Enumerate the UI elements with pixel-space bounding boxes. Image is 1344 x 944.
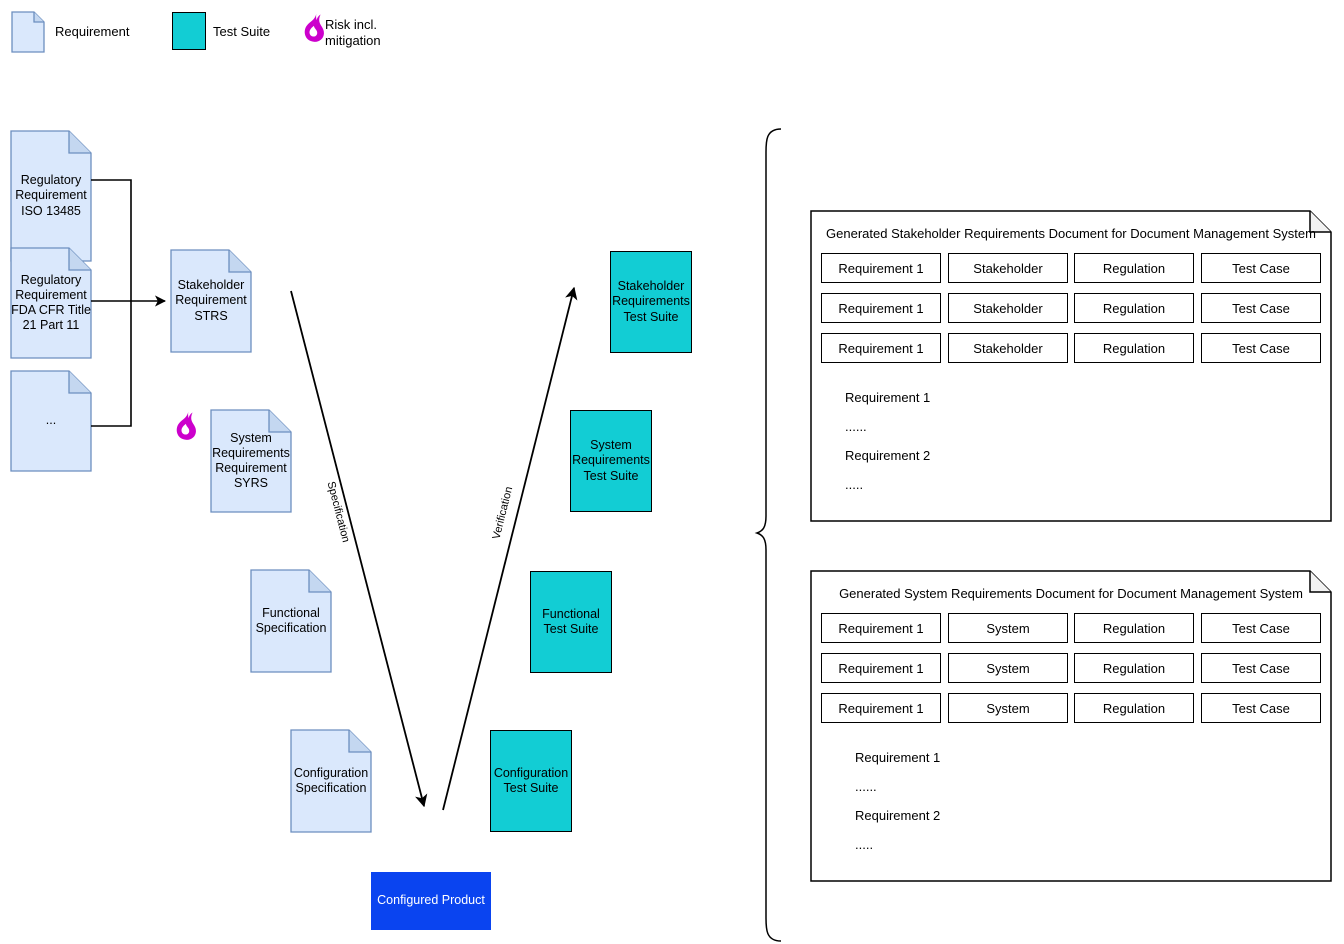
doc-reg-iso-label: Regulatory Requirement ISO 13485	[15, 173, 87, 218]
doc-strs-label: Stakeholder Requirement STRS	[175, 278, 247, 323]
doc-shape-func-spec	[250, 569, 332, 673]
doc-shape-reg-iso	[10, 130, 92, 262]
legend-label-requirement: Requirement	[55, 24, 130, 39]
connector-regulations-to-strs	[91, 179, 167, 427]
document-body-line: Requirement 2	[855, 808, 941, 823]
table-cell[interactable]: Test Case	[1201, 653, 1321, 683]
document-body-line: ......	[845, 419, 867, 434]
test-suite-system[interactable]: System Requirements Test Suite	[570, 410, 652, 512]
doc-strs[interactable]: Stakeholder Requirement STRS	[171, 250, 251, 352]
doc-reg-fda-label: Regulatory Requirement FDA CFR Title 21 …	[11, 272, 91, 333]
table-cell[interactable]: System	[948, 693, 1068, 723]
test-suite-system-label: System Requirements Test Suite	[572, 438, 650, 483]
doc-shape-reg-fda	[10, 247, 92, 359]
document-body-line: .....	[855, 837, 874, 852]
document-body-line: Requirement 1	[845, 390, 931, 405]
doc-functional-specification[interactable]: Functional Specification	[251, 570, 331, 672]
table-cell[interactable]: Stakeholder	[948, 333, 1068, 363]
table-cell[interactable]: Requirement 1	[821, 613, 941, 643]
verification-arrow	[442, 286, 578, 811]
test-suite-stakeholder[interactable]: Stakeholder Requirements Test Suite	[610, 251, 692, 353]
doc-configuration-specification[interactable]: Configuration Specification	[291, 730, 371, 832]
test-suite-configuration-label: Configuration Test Suite	[493, 765, 569, 795]
doc-shape-reg-more	[10, 370, 92, 472]
table-cell[interactable]: Test Case	[1201, 613, 1321, 643]
doc-reg-iso[interactable]: Regulatory Requirement ISO 13485	[11, 131, 91, 261]
table-cell[interactable]: Test Case	[1201, 253, 1321, 283]
legend-test-suite-icon	[172, 12, 206, 50]
legend-label-risk: Risk incl. mitigation	[325, 17, 381, 49]
table-cell[interactable]: Regulation	[1074, 253, 1194, 283]
doc-configuration-specification-label: Configuration Specification	[293, 765, 369, 795]
generated-document-stakeholder[interactable]: Generated Stakeholder Requirements Docum…	[811, 211, 1331, 521]
doc-shape-strs	[170, 249, 252, 353]
legend-document-icon	[11, 11, 45, 53]
table-cell[interactable]: Regulation	[1074, 613, 1194, 643]
table-cell[interactable]: Test Case	[1201, 333, 1321, 363]
gendoc-shape-stakeholder-doc	[810, 210, 1332, 522]
table-cell[interactable]: Requirement 1	[821, 333, 941, 363]
test-suite-stakeholder-label: Stakeholder Requirements Test Suite	[612, 279, 690, 324]
doc-reg-fda[interactable]: Regulatory Requirement FDA CFR Title 21 …	[11, 248, 91, 358]
table-cell[interactable]: Regulation	[1074, 333, 1194, 363]
table-cell[interactable]: System	[948, 653, 1068, 683]
table-cell[interactable]: Stakeholder	[948, 253, 1068, 283]
document-body-line: Requirement 2	[845, 448, 931, 463]
doc-reg-more[interactable]: ...	[11, 371, 91, 471]
test-suite-functional-label: Functional Test Suite	[542, 606, 600, 636]
table-cell[interactable]: Requirement 1	[821, 253, 941, 283]
table-cell[interactable]: Requirement 1	[821, 653, 941, 683]
table-cell[interactable]: Regulation	[1074, 693, 1194, 723]
table-cell[interactable]: Test Case	[1201, 693, 1321, 723]
doc-shape-config-spec	[290, 729, 372, 833]
table-cell[interactable]: System	[948, 613, 1068, 643]
generated-document-system[interactable]: Generated System Requirements Document f…	[811, 571, 1331, 881]
document-body-line: ......	[855, 779, 877, 794]
doc-shape-syrs	[210, 409, 292, 513]
legend-label-test-suite: Test Suite	[213, 24, 271, 39]
document-body-line: Requirement 1	[855, 750, 941, 765]
configured-product-label: Configured Product	[377, 893, 485, 908]
doc-functional-specification-label: Functional Specification	[255, 605, 327, 635]
specification-arrow	[290, 290, 428, 808]
table-cell[interactable]: Requirement 1	[821, 293, 941, 323]
test-suite-configuration[interactable]: Configuration Test Suite	[490, 730, 572, 832]
risk-flame-icon	[176, 412, 196, 440]
configured-product-box[interactable]: Configured Product	[371, 872, 491, 930]
generated-document-system-title: Generated System Requirements Document f…	[839, 586, 1303, 601]
table-cell[interactable]: Stakeholder	[948, 293, 1068, 323]
doc-syrs-label: System Requirements Requirement SYRS	[212, 430, 290, 491]
test-suite-functional[interactable]: Functional Test Suite	[530, 571, 612, 673]
table-cell[interactable]: Regulation	[1074, 653, 1194, 683]
table-cell[interactable]: Requirement 1	[821, 693, 941, 723]
gendoc-shape-system-doc	[810, 570, 1332, 882]
legend-flame-icon	[304, 14, 324, 42]
doc-syrs[interactable]: System Requirements Requirement SYRS	[211, 410, 291, 512]
document-body-line: .....	[845, 477, 864, 492]
generated-document-stakeholder-title: Generated Stakeholder Requirements Docum…	[826, 226, 1316, 241]
table-cell[interactable]: Regulation	[1074, 293, 1194, 323]
group-brace	[754, 128, 782, 942]
doc-reg-more-label: ...	[45, 413, 57, 428]
table-cell[interactable]: Test Case	[1201, 293, 1321, 323]
